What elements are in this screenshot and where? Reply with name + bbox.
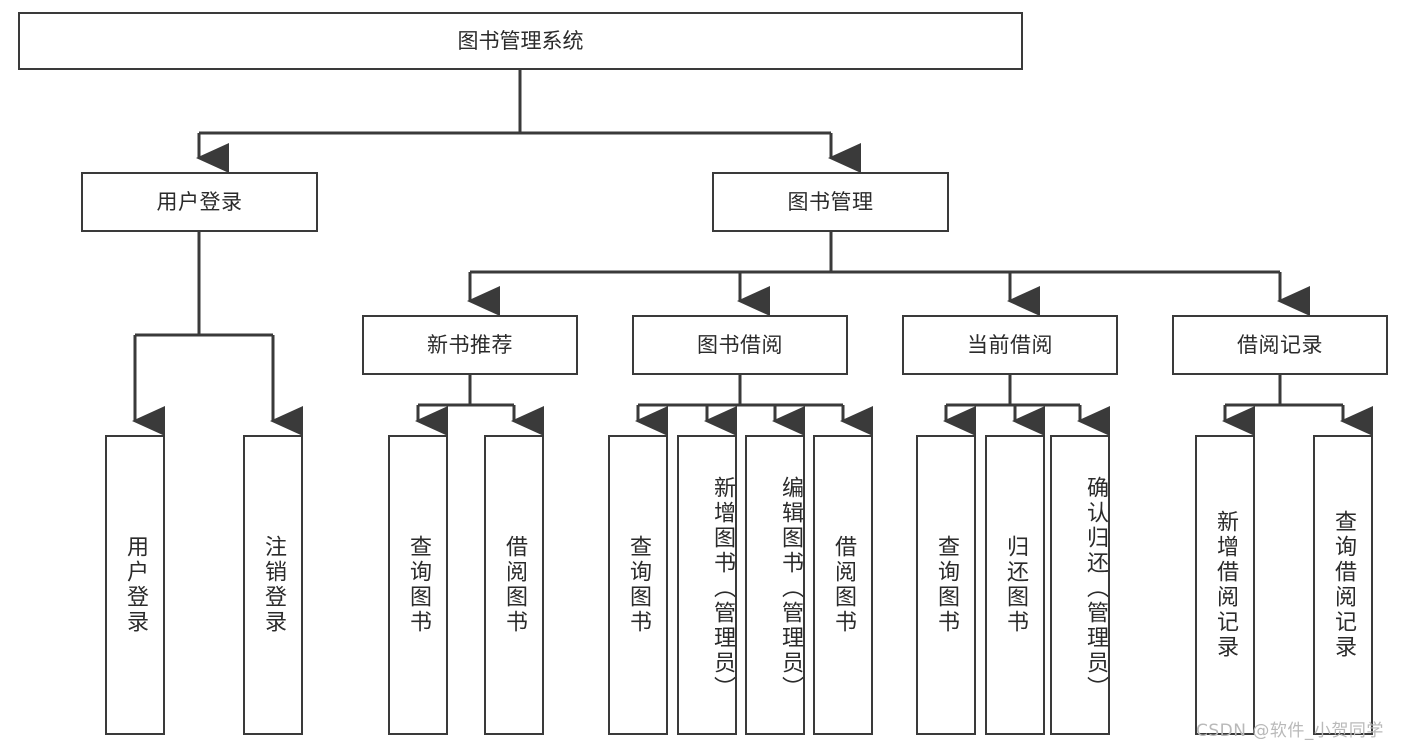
node-root-label: 图书管理系统 xyxy=(457,28,584,53)
leaf-label: 归还图书 xyxy=(1002,535,1028,635)
leaf-borrow-edit-book-admin[interactable]: 编辑图书（管理员） xyxy=(745,435,805,735)
node-user-login-label: 用户登录 xyxy=(156,189,243,214)
node-root[interactable]: 图书管理系统 xyxy=(18,12,1023,70)
leaf-borrow-query[interactable]: 查询图书 xyxy=(608,435,668,735)
leaf-current-return[interactable]: 归还图书 xyxy=(985,435,1045,735)
node-book-management[interactable]: 图书管理 xyxy=(712,172,949,232)
node-book-borrow[interactable]: 图书借阅 xyxy=(632,315,848,375)
leaf-label: 借阅图书 xyxy=(501,535,527,635)
leaf-records-add[interactable]: 新增借阅记录 xyxy=(1195,435,1255,735)
node-current-borrow[interactable]: 当前借阅 xyxy=(902,315,1118,375)
leaf-label: 确认归还（管理员） xyxy=(1083,475,1108,701)
leaf-borrow-borrow-book[interactable]: 借阅图书 xyxy=(813,435,873,735)
leaf-current-confirm-return-admin[interactable]: 确认归还（管理员） xyxy=(1050,435,1110,735)
leaf-label: 查询借阅记录 xyxy=(1330,510,1356,660)
node-borrow-records[interactable]: 借阅记录 xyxy=(1172,315,1388,375)
node-book-management-label: 图书管理 xyxy=(787,189,874,214)
leaf-records-query[interactable]: 查询借阅记录 xyxy=(1313,435,1373,735)
node-current-borrow-label: 当前借阅 xyxy=(967,332,1053,357)
node-borrow-records-label: 借阅记录 xyxy=(1237,332,1323,357)
node-book-borrow-label: 图书借阅 xyxy=(697,332,783,357)
leaf-label: 查询图书 xyxy=(405,535,431,635)
leaf-new-book-borrow[interactable]: 借阅图书 xyxy=(484,435,544,735)
node-new-book-recommend-label: 新书推荐 xyxy=(427,332,513,357)
leaf-label: 查询图书 xyxy=(625,535,651,635)
leaf-user-login-logout[interactable]: 注销登录 xyxy=(243,435,303,735)
leaf-label: 借阅图书 xyxy=(830,535,856,635)
node-user-login[interactable]: 用户登录 xyxy=(81,172,318,232)
leaf-borrow-add-book-admin[interactable]: 新增图书（管理员） xyxy=(677,435,737,735)
leaf-label: 编辑图书（管理员） xyxy=(778,475,803,701)
leaf-label: 查询图书 xyxy=(933,535,959,635)
leaf-label: 新增借阅记录 xyxy=(1212,510,1238,660)
node-new-book-recommend[interactable]: 新书推荐 xyxy=(362,315,578,375)
leaf-label: 注销登录 xyxy=(260,535,286,635)
leaf-label: 新增图书（管理员） xyxy=(710,475,735,701)
leaf-new-book-query[interactable]: 查询图书 xyxy=(388,435,448,735)
leaf-current-query[interactable]: 查询图书 xyxy=(916,435,976,735)
leaf-label: 用户登录 xyxy=(122,535,148,635)
leaf-user-login-login[interactable]: 用户登录 xyxy=(105,435,165,735)
